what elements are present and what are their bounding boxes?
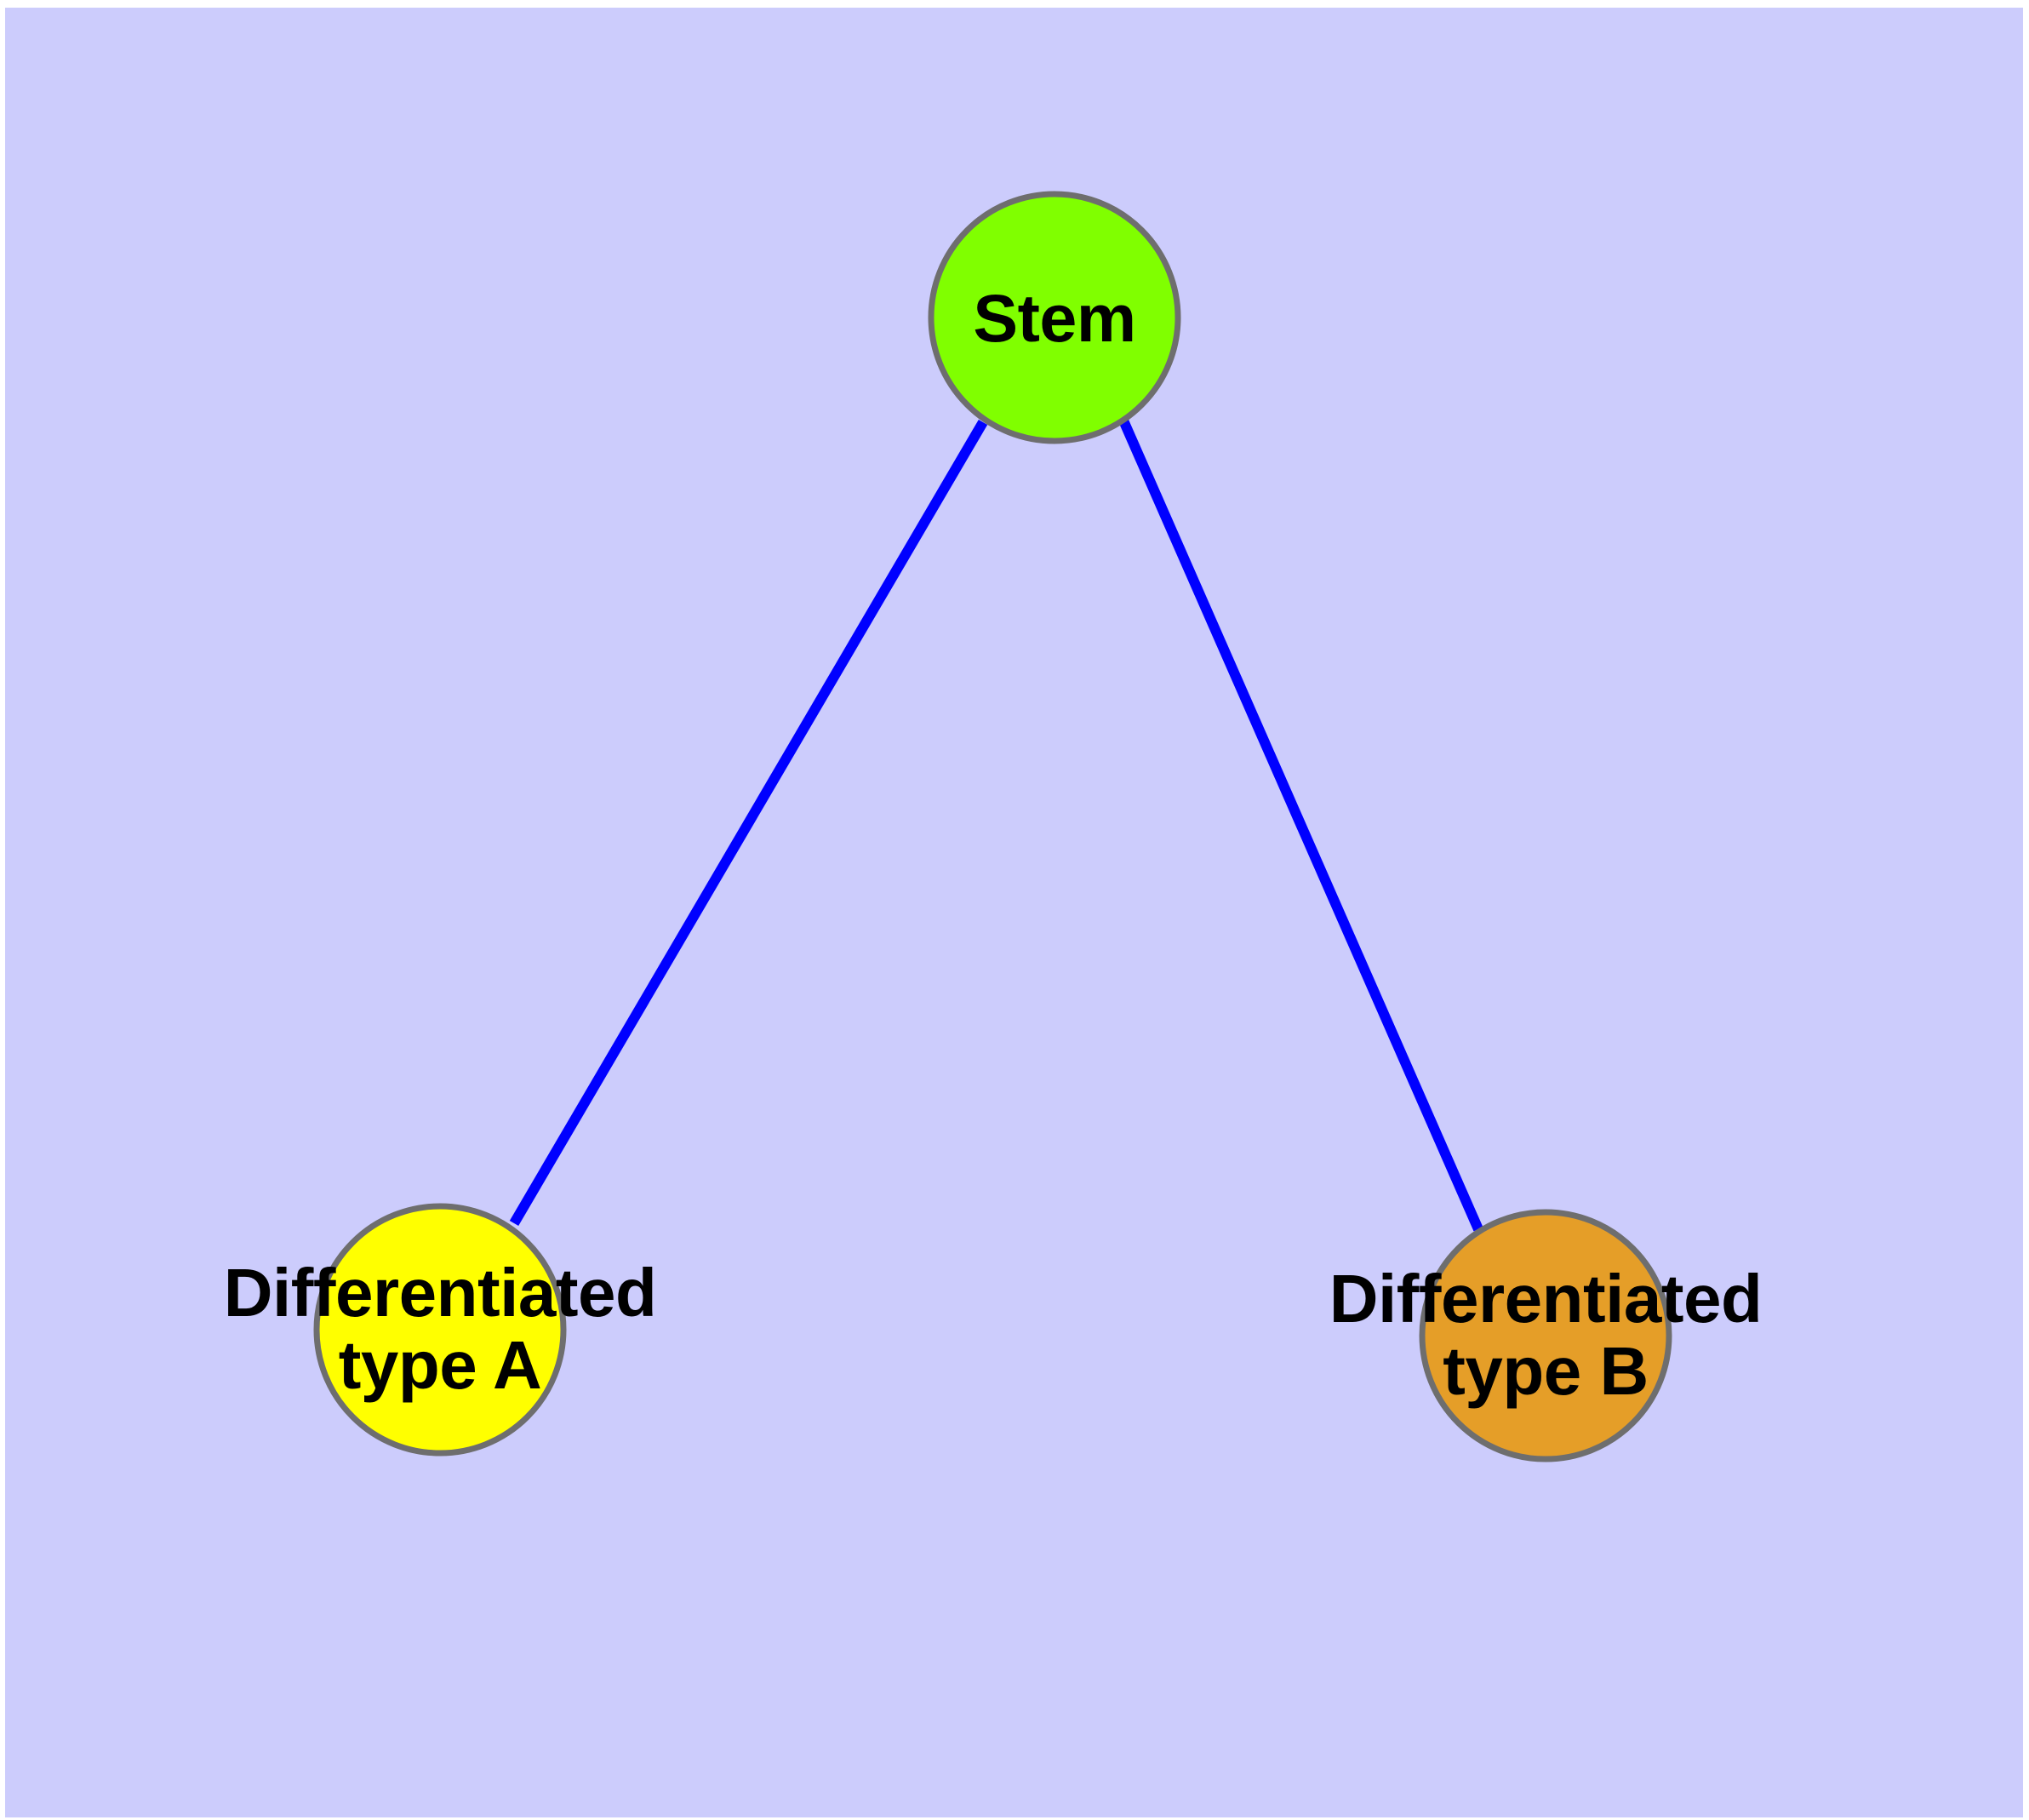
edge-stem-to-differentiated-type-b <box>1118 418 1483 1232</box>
edge-stem-to-differentiated-type-a <box>509 419 988 1227</box>
node-circle-differentiated-type-b[interactable] <box>1419 1209 1672 1462</box>
node-circle-differentiated-type-a[interactable] <box>313 1203 567 1457</box>
node-circle-stem[interactable] <box>928 191 1181 444</box>
